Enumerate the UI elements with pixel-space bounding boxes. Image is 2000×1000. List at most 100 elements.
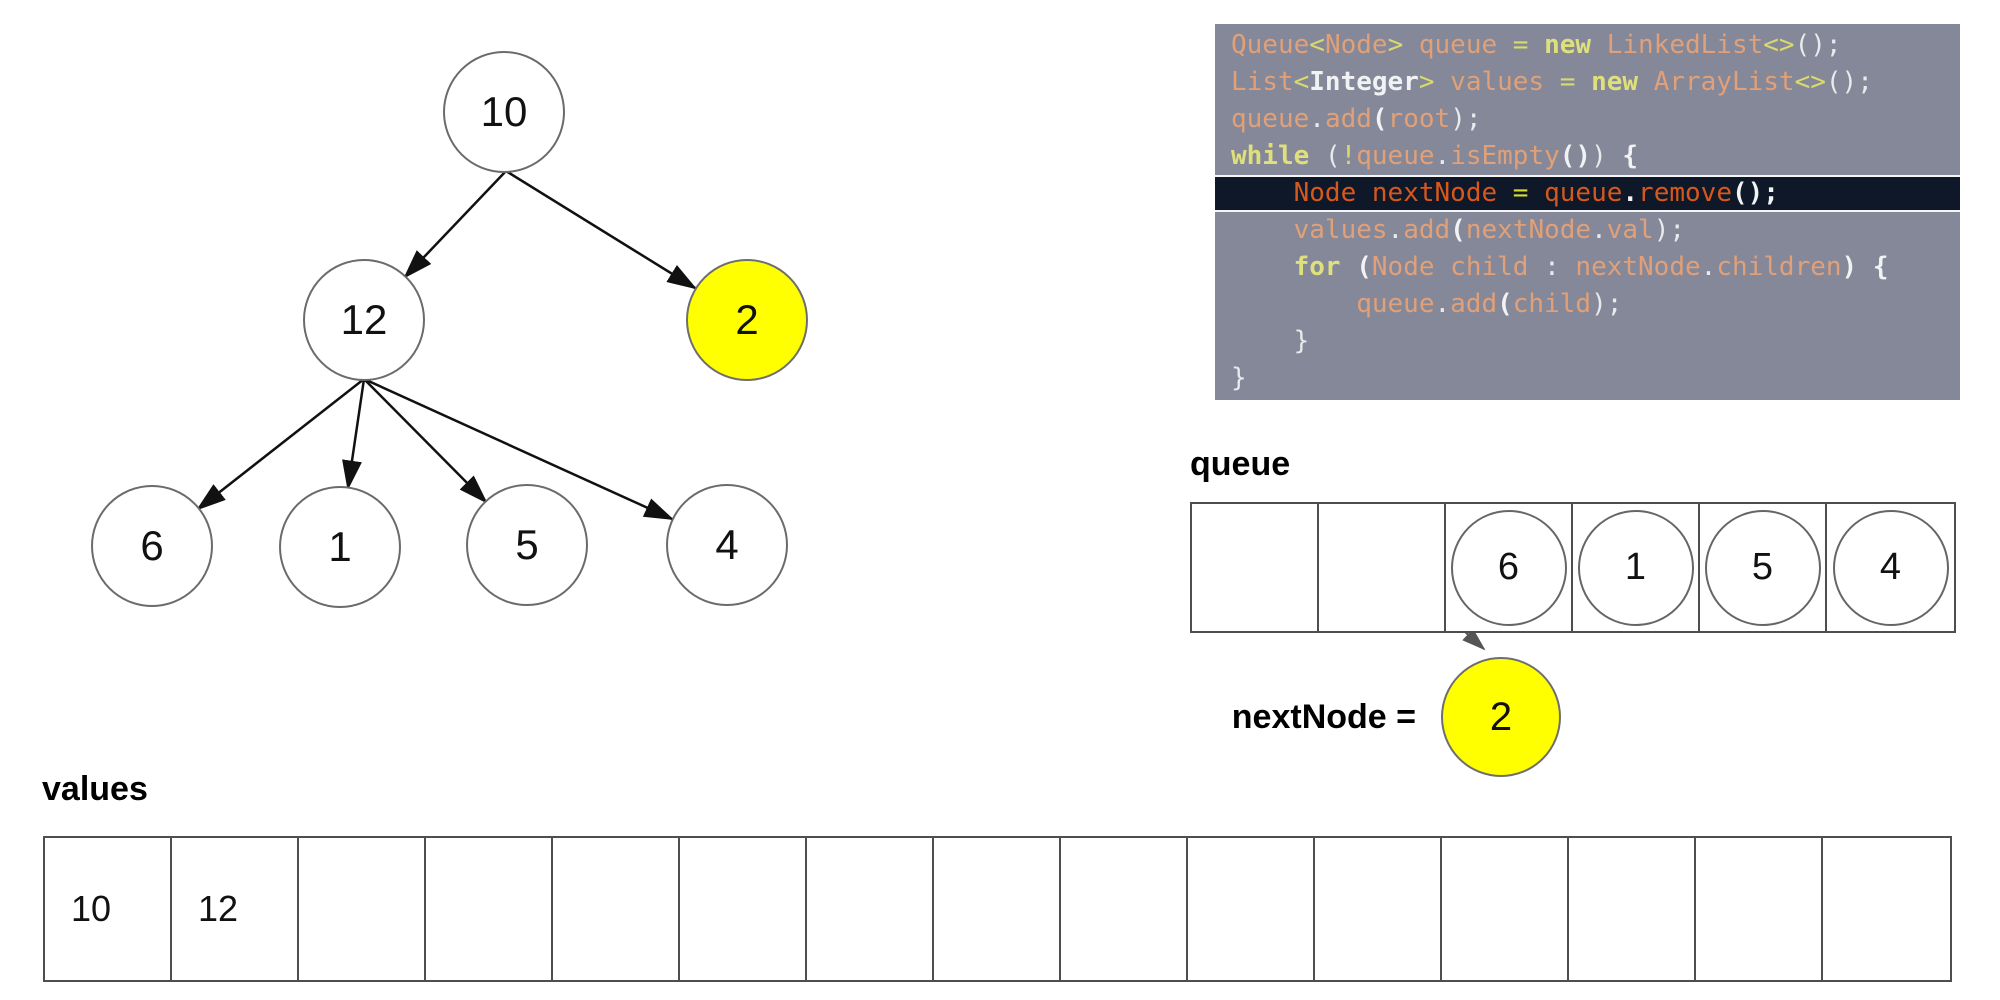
- tree-node-1: 1: [279, 486, 401, 608]
- values-cell: [553, 838, 680, 980]
- values-cell: 10: [45, 838, 172, 980]
- code-token: (: [1356, 252, 1372, 282]
- queue-cell: [1319, 504, 1446, 631]
- tree-edge-10-12: [403, 170, 507, 279]
- queue-label: queue: [1190, 445, 1291, 483]
- code-token: .: [1434, 141, 1451, 171]
- code-line: }: [1215, 323, 1960, 360]
- code-token: child: [1512, 289, 1592, 319]
- code-token: <>: [1763, 30, 1795, 60]
- code-token: !: [1340, 141, 1357, 171]
- queue-node-circle: 6: [1450, 509, 1567, 626]
- code-token: new: [1591, 67, 1639, 97]
- code-token: queue: [1231, 289, 1435, 319]
- code-token: (: [1371, 104, 1388, 134]
- code-token: Node: [1324, 30, 1388, 60]
- code-line: for (Node child : nextNode.children) {: [1215, 249, 1960, 286]
- queue-cell: 5: [1700, 504, 1827, 631]
- code-token: ): [1591, 141, 1607, 171]
- code-token: );: [1653, 215, 1685, 245]
- queue-cell: 1: [1573, 504, 1700, 631]
- code-token: child: [1434, 252, 1545, 282]
- tree-edge-10-2: [505, 169, 698, 290]
- code-token: new: [1544, 30, 1592, 60]
- values-cell: [807, 838, 934, 980]
- code-token: nextNode: [1559, 252, 1701, 282]
- code-line: queue.add(child);: [1215, 286, 1960, 323]
- tree-node-10: 10: [443, 51, 565, 173]
- tree-node-6: 6: [91, 485, 213, 607]
- code-token: ArrayList: [1653, 67, 1795, 97]
- code-token: }: [1231, 363, 1247, 393]
- code-token: queue: [1356, 141, 1435, 171]
- values-cell: [1061, 838, 1188, 980]
- code-line-highlighted: Node nextNode = queue.remove();: [1215, 175, 1960, 212]
- code-token: Node: [1293, 178, 1357, 208]
- code-token: <>: [1794, 67, 1826, 97]
- values-label: values: [42, 770, 148, 808]
- code-token: .: [1387, 215, 1404, 245]
- values-cell: [680, 838, 807, 980]
- code-token: [1341, 252, 1357, 282]
- values-cell: [426, 838, 553, 980]
- code-line: queue.add(root);: [1215, 101, 1960, 138]
- code-token: nextNode: [1465, 215, 1592, 245]
- values-cell: [1188, 838, 1315, 980]
- code-token: add: [1324, 104, 1372, 134]
- code-token: queue: [1231, 104, 1310, 134]
- code-token: >: [1418, 67, 1435, 97]
- code-line: List<Integer> values = new ArrayList<>()…: [1215, 64, 1960, 101]
- code-token: (: [1497, 289, 1513, 319]
- tree-node-5: 5: [466, 484, 588, 606]
- code-token: remove: [1638, 178, 1732, 208]
- code-token: ): [1841, 252, 1858, 282]
- code-token: (): [1559, 141, 1592, 171]
- nextnode-label: nextNode =: [1231, 698, 1416, 736]
- code-token: [1497, 178, 1513, 208]
- code-line: values.add(nextNode.val);: [1215, 212, 1960, 249]
- code-token: LinkedList: [1606, 30, 1764, 60]
- values-cell: [1442, 838, 1569, 980]
- code-token: queue: [1403, 30, 1513, 60]
- code-token: >: [1387, 30, 1404, 60]
- code-token: root: [1387, 104, 1451, 134]
- code-token: [1528, 178, 1544, 208]
- code-token: .: [1700, 252, 1717, 282]
- queue-node-circle: 4: [1832, 509, 1949, 626]
- tree-edge-12-1: [342, 378, 366, 491]
- code-token: .: [1622, 178, 1639, 208]
- code-token: [1575, 67, 1591, 97]
- code-token: val: [1606, 215, 1654, 245]
- code-token: .: [1434, 289, 1451, 319]
- code-line: while (!queue.isEmpty()) {: [1215, 138, 1960, 175]
- code-token: );: [1450, 104, 1482, 134]
- code-token: isEmpty: [1450, 141, 1560, 171]
- code-token: nextNode: [1371, 178, 1498, 208]
- queue-cell: 4: [1827, 504, 1954, 631]
- code-block: Queue<Node> queue = new LinkedList<>();L…: [1215, 24, 1960, 400]
- code-token: {: [1857, 252, 1889, 282]
- tree-edge-12-5: [363, 378, 488, 504]
- code-token: (: [1450, 215, 1466, 245]
- code-token: ();: [1825, 67, 1873, 97]
- code-token: ();: [1794, 30, 1842, 60]
- code-line: }: [1215, 360, 1960, 397]
- values-cell: 12: [172, 838, 299, 980]
- code-token: List: [1231, 67, 1294, 97]
- code-token: }: [1231, 326, 1310, 356]
- code-token: queue: [1544, 178, 1623, 208]
- queue-cell: [1192, 504, 1319, 631]
- queue-node-circle: 1: [1577, 509, 1694, 626]
- code-token: .: [1591, 215, 1607, 245]
- code-token: <: [1309, 30, 1325, 60]
- code-token: while: [1231, 141, 1310, 171]
- code-token: [1528, 30, 1544, 60]
- code-token: Node: [1371, 252, 1435, 282]
- code-line: Queue<Node> queue = new LinkedList<>();: [1215, 27, 1960, 64]
- code-token: for: [1293, 252, 1341, 282]
- code-token: <: [1293, 67, 1310, 97]
- code-token: [1231, 252, 1294, 282]
- code-token: =: [1512, 178, 1529, 208]
